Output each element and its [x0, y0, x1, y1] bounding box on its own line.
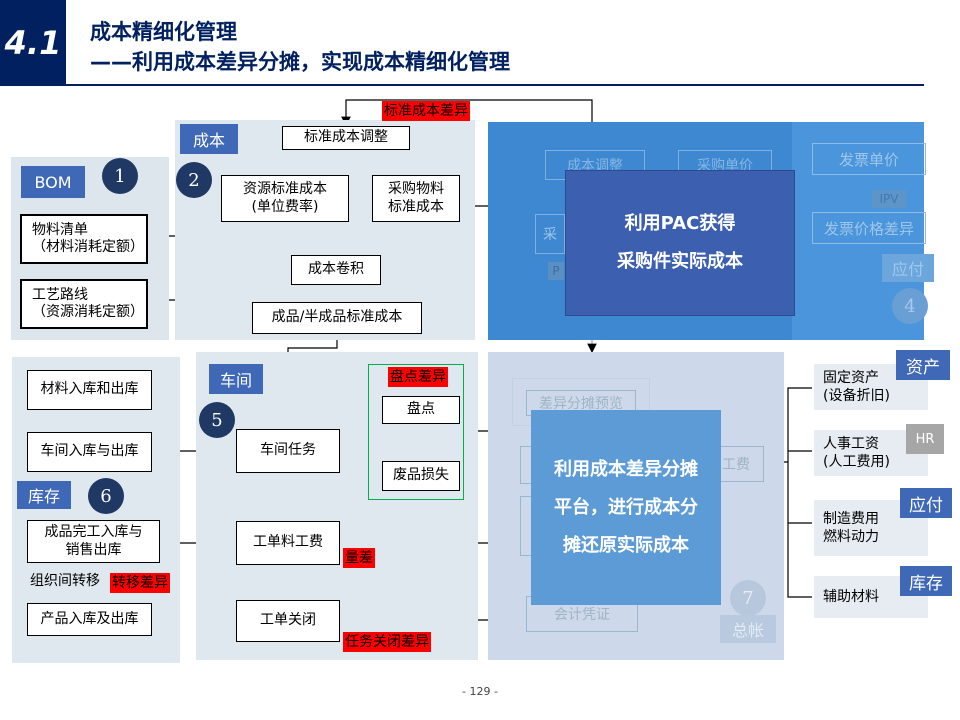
cost-step-number: 2 — [176, 162, 212, 198]
close-variance-tag: 任务关闭差异 — [343, 632, 431, 652]
finished-io-line1: 成品完工入库与 — [44, 524, 143, 540]
product-io-box: 产品入库及出库 — [27, 603, 152, 636]
qty-variance-tag: 量差 — [343, 548, 375, 568]
org-transfer-text: 组织间转移 — [30, 573, 100, 589]
transfer-variance-tag: 转移差异 — [110, 573, 170, 593]
platform-highlight-box: 利用成本差异分摊 平台，进行成本分 摊还原实际成本 — [531, 410, 721, 605]
ledger-label: 总帐 — [720, 615, 776, 643]
page-number: - 129 - — [462, 685, 498, 698]
right-inventory-label: 库存 — [900, 566, 952, 596]
resource-std-cost-line2: (单位费率) — [251, 198, 319, 215]
std-cost-variance-tag: 标准成本差异 — [382, 101, 470, 121]
hr-wage-line1: 人事工资 — [823, 435, 879, 452]
inventory-step-number: 6 — [88, 478, 124, 514]
platform-text-line2: 平台，进行成本分 — [554, 496, 698, 518]
section-badge: 4.1 — [0, 0, 66, 86]
stocktake-box: 盘点 — [382, 396, 460, 424]
inventory-label: 库存 — [17, 481, 71, 509]
task-close-box: 工单关闭 — [236, 600, 340, 642]
material-list-box: 物料清单 （材料消耗定额） — [20, 214, 148, 264]
purchase-std-cost-line1: 采购物料 — [388, 181, 444, 197]
pac-highlight-box: 利用PAC获得 采购件实际成本 — [565, 170, 795, 316]
bg-ipv-tag: IPV — [872, 190, 906, 208]
pac-text-line2: 采购件实际成本 — [617, 251, 743, 272]
workshop-task-box: 车间任务 — [236, 429, 340, 473]
fixed-asset-line1: 固定资产 — [823, 369, 879, 386]
purchase-std-cost-box: 采购物料 标准成本 — [372, 175, 460, 222]
workshop-io-box: 车间入库与出库 — [27, 432, 152, 472]
scrap-box: 废品损失 — [382, 461, 460, 491]
hr-wage-line2: (人工费用) — [823, 454, 890, 470]
material-io-box: 材料入库和出库 — [27, 370, 152, 410]
cost-rollup-box: 成本卷积 — [291, 255, 381, 285]
aux-material-box: 辅助材料 — [814, 576, 928, 618]
page-subtitle: ——利用成本差异分摊，实现成本精细化管理 — [90, 50, 510, 74]
stock-diff-tag: 盘点差异 — [388, 367, 448, 387]
platform-text-line1: 利用成本差异分摊 — [554, 458, 698, 480]
resource-std-cost-line1: 资源标准成本 — [243, 181, 327, 197]
fixed-asset-line2: (设备折旧) — [823, 388, 890, 404]
std-cost-adjust-box: 标准成本调整 — [282, 126, 410, 150]
workshop-label: 车间 — [209, 364, 263, 394]
platform-text-line3: 摊还原实际成本 — [563, 534, 689, 556]
bom-label: BOM — [21, 166, 85, 198]
bg-invoice-price: 发票单价 — [812, 143, 926, 175]
bom-step-number: 1 — [102, 158, 138, 194]
resource-std-cost-box: 资源标准成本 (单位费率) — [221, 175, 349, 222]
product-std-cost-box: 成品/半成品标准成本 — [252, 302, 422, 334]
mfg-expense-line1: 制造费用 — [823, 510, 879, 527]
finished-io-line2: 销售出库 — [65, 541, 122, 558]
bg-p-tag: P — [548, 262, 564, 280]
workshop-step-number: 5 — [199, 402, 235, 438]
platform-step-number: 7 — [730, 580, 766, 616]
cost-label: 成本 — [180, 124, 238, 154]
mfg-expense-line2: 燃料动力 — [823, 529, 879, 545]
pac-payable-label: 应付 — [882, 254, 934, 282]
asset-label: 资产 — [896, 350, 950, 380]
purchase-std-cost-line2: 标准成本 — [388, 198, 444, 215]
bg-collect: 采 — [535, 214, 565, 254]
routing-line1: 工艺路线 — [32, 286, 88, 303]
material-list-line1: 物料清单 — [32, 221, 88, 238]
routing-line2: （资源消耗定额） — [32, 304, 144, 320]
pac-text-line1: 利用PAC获得 — [624, 213, 736, 234]
bg-invoice-variance: 发票价格差异 — [812, 212, 926, 244]
hr-label: HR — [906, 424, 944, 454]
material-list-line2: （材料消耗定额） — [32, 239, 144, 255]
stocktake-group — [368, 364, 464, 500]
finished-io-box: 成品完工入库与 销售出库 — [27, 520, 160, 563]
header-divider — [38, 84, 924, 86]
aux-material-text: 辅助材料 — [823, 588, 879, 605]
right-payable-label: 应付 — [900, 488, 952, 518]
pac-step-number: 4 — [892, 288, 928, 324]
page-title: 成本精细化管理 — [90, 20, 237, 44]
labor-material-box: 工单料工费 — [236, 521, 340, 565]
routing-box: 工艺路线 （资源消耗定额） — [20, 279, 148, 329]
